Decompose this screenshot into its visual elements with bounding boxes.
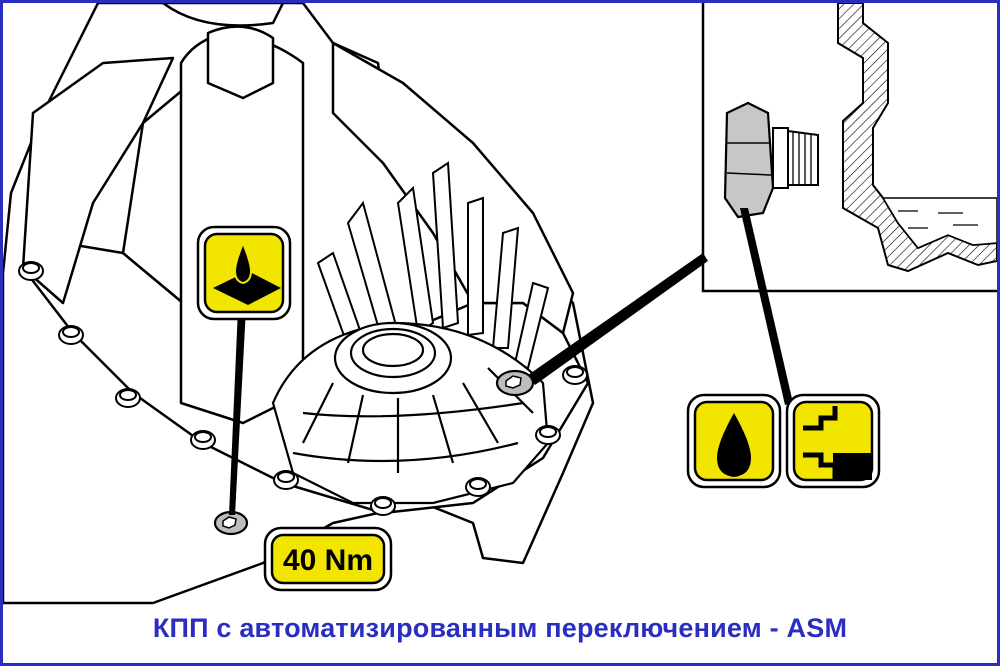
torque-badge: 40 Nm (263, 526, 393, 592)
inset-detail-panel (701, 3, 997, 293)
oil-drop-icon (686, 393, 782, 489)
housing-bolts (18, 261, 588, 516)
gearbox-drawing: 40 Nm (3, 3, 997, 605)
torque-value: 40 Nm (283, 544, 373, 577)
oil-filler-level-icon (785, 393, 881, 489)
leader-lines (229, 208, 793, 515)
filler-plug (495, 369, 535, 397)
oil-level-check-icon (196, 225, 292, 321)
diagram-caption: КПП с автоматизированным переключением -… (152, 613, 848, 643)
drain-plug (213, 510, 249, 536)
rear-cover (271, 321, 550, 505)
